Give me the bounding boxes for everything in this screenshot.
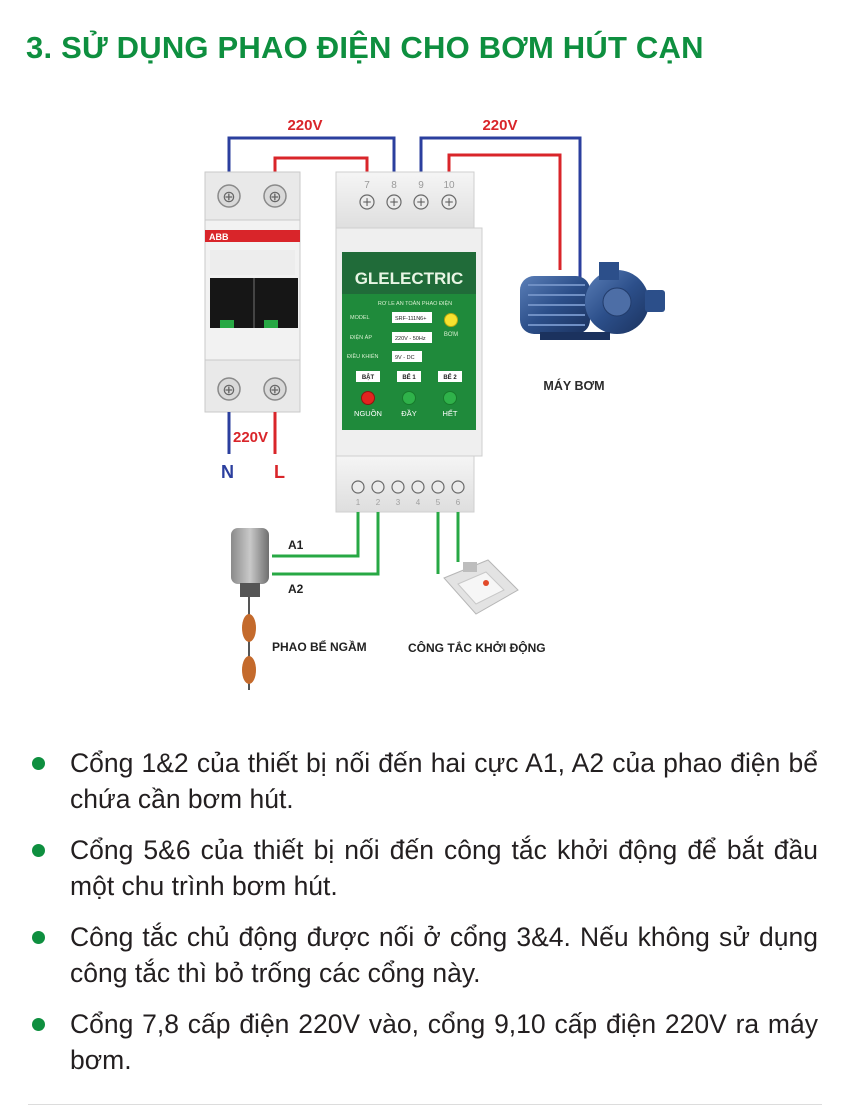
terminal-10: 10 <box>443 180 455 191</box>
breaker-brand: ABB <box>209 232 229 242</box>
relay-device: 7 8 9 10 + + + + GLELECTRIC RƠ LE AN TOÀN P… <box>335 171 483 513</box>
svg-text:+: + <box>444 195 454 209</box>
list-item-text: Cổng 1&2 của thiết bị nối đến hai cực A1… <box>70 748 818 814</box>
control-wires <box>272 512 460 576</box>
breaker-screw-2 <box>263 184 287 208</box>
pump-icon <box>520 262 665 340</box>
model-value: SRF-111N6+ <box>395 316 426 322</box>
bottom-divider <box>28 1104 822 1105</box>
float-switch-icon <box>231 528 269 690</box>
terminal-3: 3 <box>396 498 401 507</box>
voltage-rating-label: ĐIỆN ÁP <box>350 333 372 341</box>
pump-led-label: BƠM <box>444 332 458 338</box>
blue-wire-out <box>419 136 582 282</box>
button-be2-label: BỂ 2 <box>443 374 457 381</box>
control-label: ĐIỀU KHIỂN <box>347 353 379 360</box>
list-item: Cổng 7,8 cấp điện 220V vào, cổng 9,10 cấ… <box>28 1006 818 1078</box>
button-be2[interactable] <box>438 371 462 382</box>
breaker-screw-3 <box>217 377 241 401</box>
led-empty <box>443 391 457 405</box>
button-bat-label: BẬT <box>362 374 375 381</box>
bullet-dot <box>32 844 45 857</box>
phase-n-label: N <box>221 462 234 482</box>
start-switch-label: CÔNG TẮC KHỞI ĐỘNG <box>408 640 546 655</box>
a2-label: A2 <box>288 582 304 596</box>
svg-text:⊕: ⊕ <box>268 380 281 399</box>
list-item-text: Cổng 7,8 cấp điện 220V vào, cổng 9,10 cấ… <box>70 1009 818 1075</box>
svg-text:+: + <box>362 195 372 209</box>
terminal-6: 6 <box>456 498 461 507</box>
start-switch-icon <box>443 559 519 615</box>
blue-wire-in <box>227 136 396 192</box>
svg-text:⊕: ⊕ <box>222 187 235 206</box>
control-value: 9V - DC <box>395 355 415 361</box>
terminal-7: 7 <box>364 180 370 191</box>
led-full-label: ĐẦY <box>401 408 416 418</box>
button-be1[interactable] <box>397 371 421 382</box>
terminal-4: 4 <box>416 498 421 507</box>
a1-label: A1 <box>288 538 304 552</box>
phase-l-label: L <box>274 462 285 482</box>
terminal-1: 1 <box>356 498 361 507</box>
led-full <box>402 391 416 405</box>
bullet-dot <box>32 757 45 770</box>
led-power-label: NGUỒN <box>354 408 382 418</box>
voltage-label-bottom: 220V <box>233 429 268 446</box>
breaker-screw-1 <box>217 184 241 208</box>
relay-brand: GLELECTRIC <box>355 269 464 288</box>
svg-text:⊕: ⊕ <box>222 380 235 399</box>
list-item: Cổng 1&2 của thiết bị nối đến hai cực A1… <box>28 745 818 817</box>
circuit-breaker: ⊕ ⊕ ABB ⊕ ⊕ <box>204 171 301 413</box>
bullet-dot <box>32 931 45 944</box>
pump-led <box>444 313 458 327</box>
voltage-rating-value: 220V - 50Hz <box>395 336 426 342</box>
voltage-label-left: 220V <box>287 117 322 134</box>
terminal-9: 9 <box>418 180 424 191</box>
button-be1-label: BỂ 1 <box>402 374 416 381</box>
terminal-8: 8 <box>391 180 397 191</box>
breaker-screw-4 <box>263 377 287 401</box>
relay-subtitle: RƠ LE AN TOÀN PHAO ĐIỆN <box>378 299 452 307</box>
model-label: MODEL <box>350 315 370 321</box>
svg-text:+: + <box>416 195 426 209</box>
wiring-diagram: 220V 220V ⊕ ⊕ ABB ⊕ ⊕ 220V N L 7 8 9 10 <box>204 117 665 690</box>
list-item: Cổng 5&6 của thiết bị nối đến công tắc k… <box>28 832 818 904</box>
pump-label: MÁY BƠM <box>543 378 604 393</box>
button-bat[interactable] <box>356 371 380 382</box>
bullet-dot <box>32 1018 45 1031</box>
svg-text:⊕: ⊕ <box>268 187 281 206</box>
led-power <box>361 391 375 405</box>
list-item-text: Công tắc chủ động được nối ở cổng 3&4. N… <box>70 922 818 988</box>
terminal-2: 2 <box>376 498 381 507</box>
instruction-list: Cổng 1&2 của thiết bị nối đến hai cực A1… <box>28 745 818 1093</box>
voltage-label-right: 220V <box>482 117 517 134</box>
led-empty-label: HẾT <box>443 408 458 418</box>
list-item-text: Cổng 5&6 của thiết bị nối đến công tắc k… <box>70 835 818 901</box>
svg-text:+: + <box>389 195 399 209</box>
terminal-5: 5 <box>436 498 441 507</box>
list-item: Công tắc chủ động được nối ở cổng 3&4. N… <box>28 919 818 991</box>
float-label: PHAO BỂ NGẦM <box>272 639 367 654</box>
page-title: 3. SỬ DỤNG PHAO ĐIỆN CHO BƠM HÚT CẠN <box>26 30 704 65</box>
